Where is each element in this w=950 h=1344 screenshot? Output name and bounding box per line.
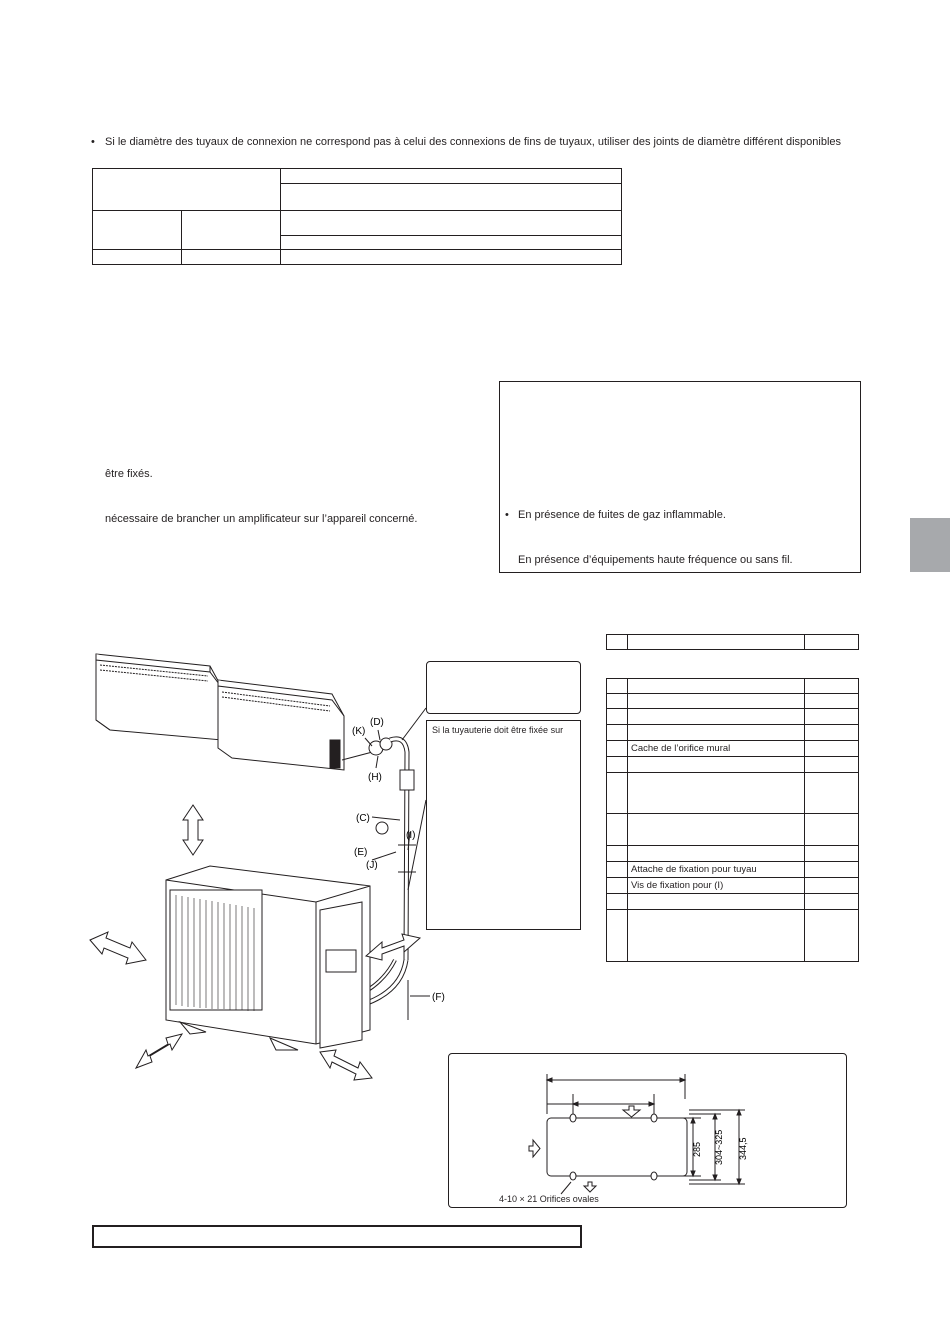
callout-box-1	[426, 661, 581, 714]
table-cell	[804, 877, 859, 894]
table-cell	[92, 168, 281, 211]
table-cell	[627, 678, 805, 694]
leader-lines	[364, 707, 430, 997]
label-k: (K)	[352, 726, 365, 737]
section-tab	[910, 518, 950, 572]
parts-table: Cache de l’orifice mural Attache de fixa…	[606, 678, 859, 962]
dim-344-5: 344,5	[738, 1137, 748, 1160]
bottom-frame	[92, 1225, 582, 1248]
table-cell	[606, 861, 628, 878]
table-cell	[92, 210, 182, 250]
intro-note: Si le diamètre des tuyaux de connexion n…	[105, 136, 842, 148]
table-cell	[627, 634, 805, 650]
indoor-unit-1	[95, 653, 223, 741]
table-cell	[627, 893, 805, 910]
table-cell	[280, 249, 622, 265]
table-cell	[804, 772, 859, 814]
table-cell	[606, 724, 628, 741]
pipe-diameter-table	[92, 168, 622, 265]
label-e: (E)	[354, 847, 367, 858]
table-cell	[280, 183, 622, 211]
table-cell	[804, 693, 859, 709]
table-cell	[804, 909, 859, 962]
dimension-drawing: 285 304~325 344,5	[528, 1074, 748, 1195]
table-cell	[627, 724, 805, 741]
table-cell	[804, 893, 859, 910]
label-f: (F)	[432, 992, 445, 1003]
label-i: (I)	[406, 830, 415, 841]
parts-table-header	[606, 634, 859, 650]
callout-box-2: Si la tuyauterie doit être fixée sur	[426, 720, 581, 930]
table-cell	[606, 909, 628, 962]
dimension-diagram-box: 285 304~325 344,5 4-10 × 21 Orifices ova…	[448, 1053, 847, 1208]
table-cell	[804, 845, 859, 862]
table-cell	[606, 756, 628, 773]
table-cell	[606, 740, 628, 757]
table-cell	[280, 235, 622, 250]
table-cell	[804, 708, 859, 725]
warning-bullet: •	[505, 509, 509, 521]
oval-holes-label: 4-10 × 21 Orifices ovales	[499, 1194, 599, 1204]
table-cell	[627, 909, 805, 962]
table-cell	[92, 249, 182, 265]
label-j: (J)	[366, 860, 378, 871]
table-cell	[280, 168, 622, 184]
table-cell	[627, 845, 805, 862]
left-text-line-2: nécessaire de brancher un amplificateur …	[105, 513, 418, 525]
table-cell	[627, 756, 805, 773]
table-cell	[280, 210, 622, 236]
table-cell	[606, 693, 628, 709]
table-cell	[181, 249, 281, 265]
table-cell	[606, 678, 628, 694]
part-wall-hole-cover: Cache de l’orifice mural	[627, 740, 805, 757]
clearance-arrows	[89, 804, 422, 1081]
outdoor-unit	[165, 865, 371, 1051]
table-cell	[606, 845, 628, 862]
table-cell	[804, 861, 859, 878]
table-cell	[606, 772, 628, 814]
warning-item-2: En présence d’équipements haute fréquenc…	[518, 554, 793, 566]
table-cell	[606, 708, 628, 725]
label-c: (C)	[356, 813, 370, 824]
table-cell	[606, 877, 628, 894]
intro-bullet: •	[91, 136, 95, 148]
indoor-unit-2	[217, 679, 345, 771]
table-cell	[606, 893, 628, 910]
table-cell	[627, 813, 805, 846]
warning-box: • En présence de fuites de gaz inflammab…	[499, 381, 861, 573]
table-cell	[804, 634, 859, 650]
table-cell	[627, 708, 805, 725]
table-cell	[804, 724, 859, 741]
installation-illustration: (K) (D) (H) (C) (I) (E) (J) (F)	[89, 653, 445, 1081]
label-d: (D)	[370, 717, 384, 728]
dim-304-325: 304~325	[714, 1130, 724, 1165]
left-text-line-1: être fixés.	[105, 468, 153, 480]
dim-285: 285	[692, 1142, 702, 1157]
part-pipe-clip: Attache de fixation pour tuyau	[627, 861, 805, 878]
table-cell	[606, 634, 628, 650]
table-cell	[627, 772, 805, 814]
table-cell	[606, 813, 628, 846]
table-cell	[804, 678, 859, 694]
part-screw: Vis de fixation pour (I)	[627, 877, 805, 894]
callout-2-text: Si la tuyauterie doit être fixée sur	[432, 725, 564, 735]
table-cell	[627, 693, 805, 709]
table-cell	[804, 813, 859, 846]
warning-item-1: En présence de fuites de gaz inflammable…	[518, 509, 726, 521]
pipe-assembly	[339, 736, 416, 1020]
table-cell	[181, 210, 281, 250]
table-cell	[804, 756, 859, 773]
label-h: (H)	[368, 772, 382, 783]
table-cell	[804, 740, 859, 757]
